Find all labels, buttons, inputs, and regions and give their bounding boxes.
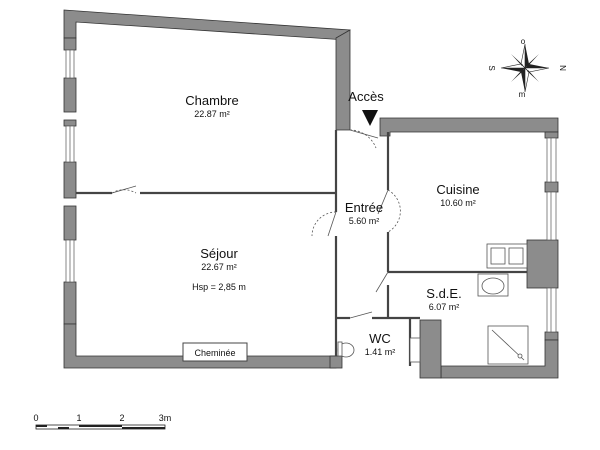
room-sde: S.d.E. 6.07 m² (426, 286, 461, 312)
shower-tray (487, 325, 529, 365)
doors (111, 129, 401, 319)
room-note: Hsp = 2,85 m (192, 282, 246, 292)
kitchen-sink (486, 243, 528, 269)
room-name: Cuisine (436, 182, 479, 197)
windows (65, 49, 557, 333)
room-area: 5.60 m² (349, 216, 380, 226)
room-name: Séjour (200, 246, 238, 261)
fireplace-label: Cheminée (194, 348, 235, 358)
room-name: Entrée (345, 200, 383, 215)
room-area: 10.60 m² (440, 198, 476, 208)
room-area: 1.41 m² (365, 347, 396, 357)
scale-bar: 0 1 2 3m (33, 413, 172, 430)
wc-basin (409, 337, 421, 363)
room-area: 22.87 m² (194, 109, 230, 119)
scale-tick-label: 0 (33, 413, 38, 423)
room-sejour: Séjour 22.67 m² Hsp = 2,85 m (192, 246, 246, 292)
access-arrow-icon (362, 110, 378, 126)
room-wc: WC 1.41 m² (365, 331, 396, 357)
compass-m: m (519, 90, 526, 99)
room-name: WC (369, 331, 391, 346)
scale-tick-label: 1 (76, 413, 81, 423)
compass-n: N (558, 65, 567, 71)
room-area: 6.07 m² (429, 302, 460, 312)
scale-tick-label: 2 (119, 413, 124, 423)
room-name: S.d.E. (426, 286, 461, 301)
access-label: Accès (348, 89, 384, 104)
fireplace-box (182, 342, 248, 362)
room-name: Chambre (185, 93, 238, 108)
compass-o: o (521, 37, 526, 46)
compass-s: S (487, 65, 496, 70)
room-entree: Entrée 5.60 m² (345, 200, 383, 226)
compass-rose-icon (500, 43, 550, 93)
room-chambre: Chambre 22.87 m² (185, 93, 238, 119)
walls (63, 9, 559, 379)
room-cuisine: Cuisine 10.60 m² (436, 182, 479, 208)
room-area: 22.67 m² (201, 262, 237, 272)
sde-washbasin (477, 273, 509, 297)
partitions (76, 130, 527, 366)
wc-toilet (337, 341, 355, 358)
scale-tick-label: 3m (159, 413, 172, 423)
